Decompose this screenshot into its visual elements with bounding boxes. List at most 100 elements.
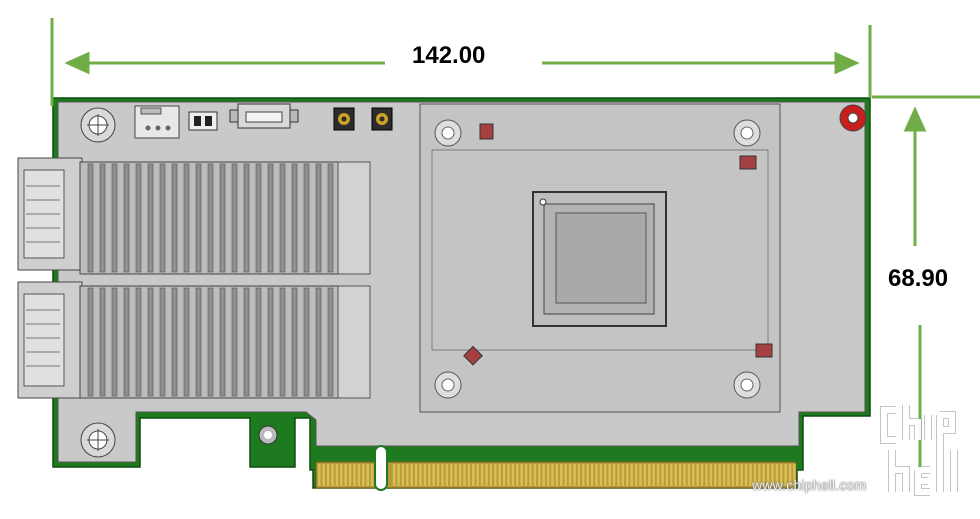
finger-pad	[366, 464, 369, 486]
finger-pad	[766, 464, 770, 486]
finger-pad	[705, 464, 708, 486]
finger-pad	[630, 464, 633, 486]
finger-pad	[564, 464, 567, 486]
finger-pad	[348, 464, 352, 486]
finger-pad	[665, 464, 669, 486]
finger-pad	[626, 464, 629, 486]
finger-pad	[652, 464, 655, 486]
finger-pad	[353, 464, 356, 486]
heatsink-fin	[123, 163, 130, 273]
pcie-finger-pads	[318, 464, 796, 486]
heatsink-fin	[267, 287, 274, 397]
finger-pad	[661, 464, 664, 486]
height-arrow-up	[903, 106, 927, 132]
finger-pad	[775, 464, 779, 486]
heatsink-fin	[303, 287, 310, 397]
finger-pad	[753, 464, 757, 486]
finger-pad	[362, 464, 365, 486]
finger-pad	[687, 464, 691, 486]
finger-pad	[617, 464, 620, 486]
finger-pad	[700, 464, 704, 486]
finger-pad	[454, 464, 457, 486]
heatsink-fin	[291, 163, 298, 273]
finger-pad	[780, 464, 783, 486]
finger-pad	[428, 464, 431, 486]
finger-pad	[516, 464, 519, 486]
width-dimension	[50, 18, 872, 106]
finger-pad	[498, 464, 501, 486]
heatsink-fin	[231, 287, 238, 397]
heatsink-fin	[219, 163, 226, 273]
top-connectors	[134, 103, 393, 139]
finger-pad	[692, 464, 695, 486]
finger-pad	[771, 464, 774, 486]
finger-pad	[450, 464, 453, 486]
heatsink-fin	[111, 163, 118, 273]
chip-pin1-marker	[539, 198, 547, 206]
finger-pad	[656, 464, 660, 486]
finger-pad	[419, 464, 422, 486]
heatsink-fin	[231, 163, 238, 273]
finger-pad	[722, 464, 726, 486]
heatsink-fin	[315, 163, 322, 273]
finger-pad	[740, 464, 743, 486]
heatsink-fin	[195, 163, 202, 273]
finger-pad	[414, 464, 418, 486]
heatsink-fin	[159, 287, 166, 397]
heatsink-fin	[315, 287, 322, 397]
finger-pad	[401, 464, 405, 486]
heatsink-fin	[147, 287, 154, 397]
finger-pad	[762, 464, 765, 486]
heatsink-fin	[159, 163, 166, 273]
finger-pad	[727, 464, 730, 486]
heatsink-fin	[243, 163, 250, 273]
finger-pad	[599, 464, 603, 486]
height-dimension	[872, 95, 980, 470]
finger-pad	[502, 464, 506, 486]
heatsink-fin	[255, 163, 262, 273]
heatsink-fin	[303, 163, 310, 273]
heatsink-fin	[171, 163, 178, 273]
heatsink-fin	[99, 287, 106, 397]
finger-pad	[480, 464, 484, 486]
finger-pad	[674, 464, 677, 486]
finger-pad	[423, 464, 427, 486]
heatsink-fin	[327, 163, 334, 273]
finger-pad	[410, 464, 413, 486]
finger-pad	[546, 464, 550, 486]
finger-pad	[608, 464, 611, 486]
finger-pad	[392, 464, 396, 486]
heatsink-fin	[87, 163, 94, 273]
chip-die	[555, 212, 647, 304]
finger-pad	[485, 464, 488, 486]
finger-pad	[749, 464, 752, 486]
finger-pad	[520, 464, 523, 486]
heatsink-fin	[99, 163, 106, 273]
finger-pad	[467, 464, 471, 486]
finger-pad	[494, 464, 497, 486]
heatsink-fin	[207, 163, 214, 273]
heatsink-fin	[111, 287, 118, 397]
finger-pad	[634, 464, 638, 486]
finger-pad	[573, 464, 576, 486]
heatsink-fin	[183, 287, 190, 397]
heatsink-fin	[279, 163, 286, 273]
width-arrow-right	[834, 51, 860, 75]
heatsink-inner	[431, 149, 769, 351]
finger-pad	[326, 464, 330, 486]
heatsink-fin	[279, 287, 286, 397]
heatsink-fin	[243, 287, 250, 397]
finger-pad	[648, 464, 651, 486]
finger-pad	[476, 464, 479, 486]
heatsink-fin	[327, 287, 334, 397]
finger-pad	[639, 464, 642, 486]
heatsink-fin	[87, 287, 94, 397]
finger-pad	[511, 464, 515, 486]
width-dimension-label: 142.00	[412, 42, 486, 69]
status-led	[839, 104, 867, 132]
finger-pad	[318, 464, 321, 486]
finger-pad	[568, 464, 572, 486]
finger-pad	[758, 464, 761, 486]
watermark-url: www.chiphell.com	[752, 477, 867, 493]
finger-pad	[788, 464, 792, 486]
